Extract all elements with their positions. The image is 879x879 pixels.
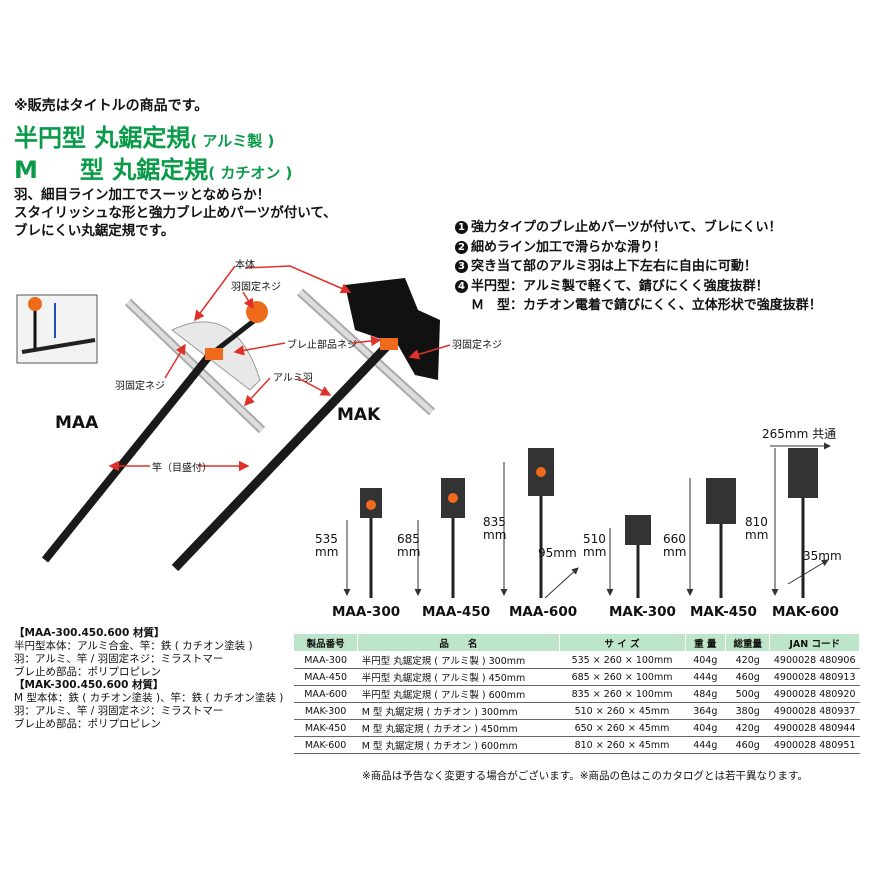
lineup: [343, 442, 831, 599]
table-cell: 460g: [725, 668, 770, 686]
product-label-mak600: MAK-600: [772, 604, 839, 620]
table-cell: 510 × 260 × 45mm: [559, 702, 686, 720]
table-cell: 4900028 480913: [769, 668, 860, 686]
table-cell: MAK-600: [293, 736, 358, 754]
label-wing-screw-right: 羽固定ネジ: [452, 340, 502, 351]
product-label-mak450: MAK-450: [690, 604, 757, 620]
table-cell: 500g: [725, 685, 770, 703]
footnote: ※商品は予告なく変更する場合がございます。※商品の色はこのカタログとは若干異なり…: [362, 770, 808, 782]
product-label-maa450: MAA-450: [422, 604, 491, 620]
table-cell: 380g: [725, 702, 770, 720]
depth-maa: 95mm: [538, 546, 577, 560]
table-cell: 420g: [725, 719, 770, 737]
table-cell: 420g: [725, 651, 770, 669]
table-cell: 460g: [725, 736, 770, 754]
materials: 【MAA-300.450.600 材質】 半円型本体：アルミ合金、竿：鉄 ( カ…: [14, 627, 284, 730]
common-width: 265mm 共通: [762, 427, 837, 441]
label-maa: MAA: [55, 413, 99, 433]
table-cell: 444g: [685, 668, 726, 686]
tagline: 羽、細目ライン加工でスーッとなめらか！ スタイリッシュな形と強力ブレ止めパーツが…: [14, 187, 337, 239]
col-header: 品 名: [357, 633, 560, 652]
table-cell: 4900028 480906: [769, 651, 860, 669]
table-cell: 4900028 480937: [769, 702, 860, 720]
label-fixing-screw: 羽固定ネジ: [231, 282, 281, 293]
col-header: JAN コード: [769, 633, 860, 652]
product-label-mak300: MAK-300: [609, 604, 676, 620]
col-header: サ イ ズ: [558, 633, 686, 652]
table-cell: 半円型 丸鋸定規 ( アルミ製 ) 300mm: [357, 651, 560, 669]
table-cell: 404g: [685, 719, 726, 737]
depth-mak: 35mm: [803, 549, 842, 563]
mak-tool: [171, 278, 440, 572]
inset-photo: [16, 294, 98, 364]
table-cell: 484g: [685, 685, 726, 703]
lineup-products: [360, 448, 818, 598]
label-hontai: 本体: [235, 260, 255, 271]
label-wing-screw-left: 羽固定ネジ: [115, 381, 165, 392]
label-sao: 竿（目盛付）: [152, 463, 212, 474]
table-cell: 4900028 480944: [769, 719, 860, 737]
table-cell: 835 × 260 × 100mm: [559, 685, 686, 703]
table-cell: 810 × 260 × 45mm: [559, 736, 686, 754]
sales-note: ※販売はタイトルの商品です。: [14, 98, 209, 114]
table-cell: MAK-300: [293, 702, 358, 720]
maa-tool: [41, 298, 268, 563]
table-cell: 半円型 丸鋸定規 ( アルミ製 ) 600mm: [357, 685, 560, 703]
table-cell: MAK-450: [293, 719, 358, 737]
feature-item: Ｍ 型：カチオン電着で錆びにくく、立体形状で強度抜群！: [471, 298, 822, 313]
callout-arrows: [108, 265, 451, 472]
table-cell: 650 × 260 × 45mm: [559, 719, 686, 737]
table-cell: 4900028 480920: [769, 685, 860, 703]
table-cell: 364g: [685, 702, 726, 720]
table-cell: 半円型 丸鋸定規 ( アルミ製 ) 450mm: [357, 668, 560, 686]
product-label-maa600: MAA-600: [509, 604, 578, 620]
col-header: 重 量: [684, 633, 727, 652]
table-cell: 685 × 260 × 100mm: [559, 668, 686, 686]
table-cell: 535 × 260 × 100mm: [559, 651, 686, 669]
table-header-row: 製品番号 品 名 サ イ ズ 重 量 総重量 JAN コード: [292, 633, 860, 652]
col-header: 製品番号: [292, 633, 359, 652]
label-anti-shake: ブレ止部品ネジ: [287, 340, 357, 351]
col-header: 総重量: [725, 633, 771, 652]
table-cell: MAA-300: [293, 651, 358, 669]
table-cell: M 型 丸鋸定規 ( カチオン ) 300mm: [357, 702, 560, 720]
label-alumi-wing: アルミ羽: [273, 373, 313, 384]
product-label-maa300: MAA-300: [332, 604, 401, 620]
table-cell: M 型 丸鋸定規 ( カチオン ) 450mm: [357, 719, 560, 737]
title-maa: 半円型 丸鋸定規( アルミ製 ): [14, 124, 275, 152]
table-cell: 444g: [685, 736, 726, 754]
table-cell: M 型 丸鋸定規 ( カチオン ) 600mm: [357, 736, 560, 754]
table-cell: 4900028 480951: [769, 736, 860, 754]
table-cell: MAA-600: [293, 685, 358, 703]
table-cell: 404g: [685, 651, 726, 669]
table-cell: MAA-450: [293, 668, 358, 686]
label-mak: MAK: [337, 405, 381, 425]
